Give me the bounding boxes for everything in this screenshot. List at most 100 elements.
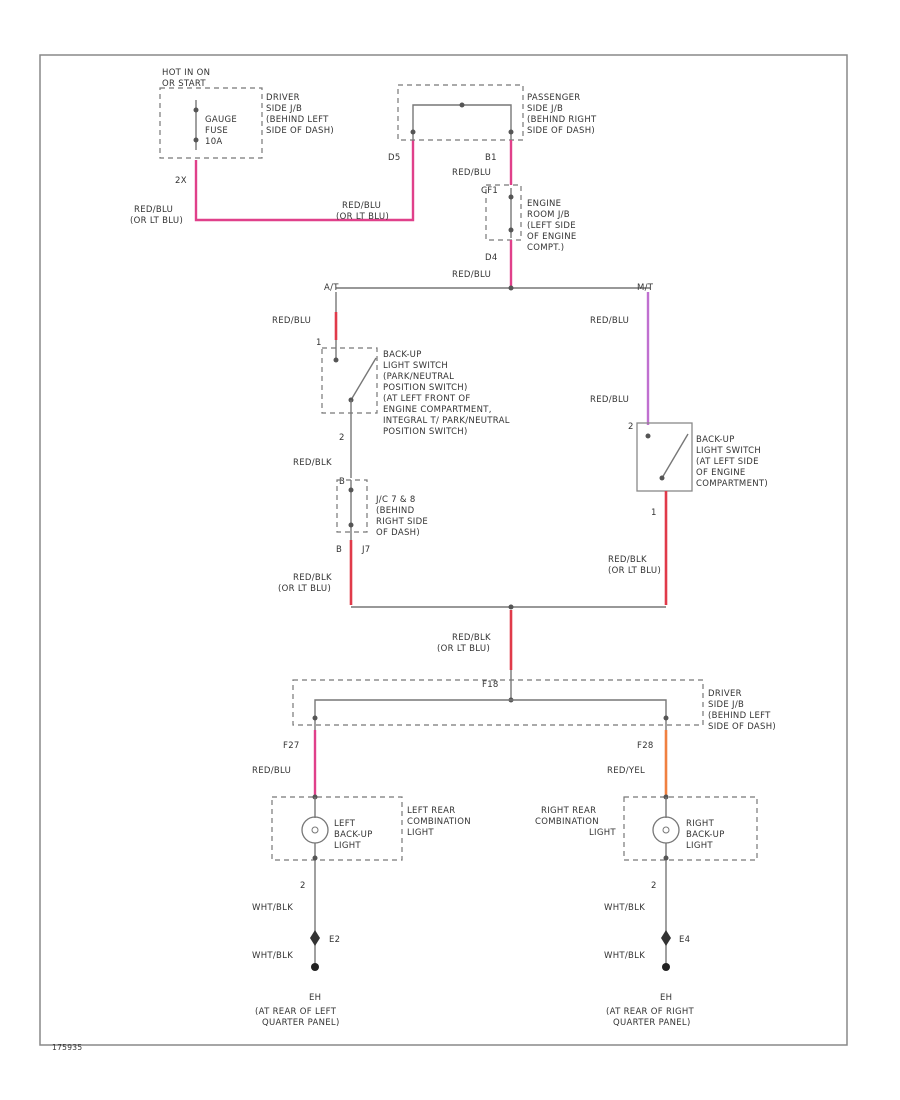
passenger-jb-desc-1: PASSENGER — [527, 93, 580, 103]
left-bulb-icon — [301, 816, 329, 844]
wire-left-ground-color-1: WHT/BLK — [252, 903, 293, 913]
mt-switch-desc-4: OF ENGINE — [696, 468, 746, 478]
driver-jb-bottom-desc-3: (BEHIND LEFT — [708, 711, 771, 721]
driver-jb-top-desc-2: SIDE J/B — [266, 104, 302, 114]
at-switch-desc-2: LIGHT SWITCH — [383, 361, 448, 371]
right-lamp-box — [623, 796, 758, 861]
at-switch-desc-8: POSITION SWITCH) — [383, 427, 468, 437]
pin-mt-switch-out: 1 — [651, 508, 657, 518]
pin-engine-jb-out: D4 — [485, 253, 498, 263]
jc-desc-2: (BEHIND — [376, 506, 415, 516]
left-lamp-desc-2: COMBINATION — [407, 817, 471, 827]
jc-box — [336, 479, 368, 533]
mt-backup-switch: 2 BACK-UP LIGHT SWITCH (AT LEFT SIDE OF … — [628, 422, 768, 492]
left-connector-icon — [310, 930, 320, 946]
wire-left-ground-color-2: WHT/BLK — [252, 951, 293, 961]
engine-jb-desc-4: OF ENGINE — [527, 232, 577, 242]
wire-merge-alt: (OR LT BLU) — [437, 644, 490, 654]
driver-jb-bottom: F18 DRIVER SIDE J/B (BEHIND LEFT SIDE OF… — [292, 670, 776, 732]
wire-jc-out-alt: (OR LT BLU) — [278, 584, 331, 594]
mt-switch-desc-1: BACK-UP — [696, 435, 735, 445]
right-rear-combination-light: RIGHT BACK-UP LIGHT RIGHT REAR COMBINATI… — [535, 794, 758, 862]
driver-jb-top-box — [159, 87, 263, 159]
passenger-jb-desc-3: (BEHIND RIGHT — [527, 115, 597, 125]
mt-switch-desc-5: COMPARTMENT) — [696, 479, 768, 489]
right-ground-icon — [662, 963, 670, 971]
pin-at-switch-out: 2 — [339, 433, 345, 443]
wire-pj-ej-color: RED/BLU — [452, 168, 491, 178]
left-ground-icon — [311, 963, 319, 971]
passenger-jb-desc-2: SIDE J/B — [527, 104, 563, 114]
right-lamp-desc-3: LIGHT — [589, 828, 616, 838]
right-bulb-label-2: BACK-UP — [686, 830, 725, 840]
pin-left-lamp-out: 2 — [300, 881, 306, 891]
passenger-jb-box — [397, 84, 524, 141]
right-ground-id: EH — [660, 993, 672, 1003]
mt-switch-desc-2: LIGHT SWITCH — [696, 446, 761, 456]
at-switch-desc-6: ENGINE COMPARTMENT, — [383, 405, 492, 415]
hot-fuse-box: HOT IN ON OR START GAUGE FUSE 10A DRIVER… — [159, 68, 334, 159]
engine-jb-desc-3: (LEFT SIDE — [527, 221, 576, 231]
mt-switch-contact — [661, 433, 689, 479]
jc-desc-4: OF DASH) — [376, 528, 420, 538]
pin-jc-in: B — [339, 477, 345, 487]
left-lamp-box — [271, 796, 403, 861]
branch-mt-label: M/T — [637, 283, 654, 293]
jc-desc-1: J/C 7 & 8 — [375, 495, 416, 505]
pin-driver-jb-left: F27 — [283, 741, 300, 751]
right-lamp-desc-2: COMBINATION — [535, 817, 599, 827]
pin-driver-jb-in: F18 — [482, 680, 499, 690]
left-bulb-label-1: LEFT — [334, 819, 356, 829]
branch-at-label: A/T — [324, 283, 339, 293]
left-ground-desc-2: QUARTER PANEL) — [262, 1018, 340, 1028]
fuse-name-line-3: 10A — [205, 137, 223, 147]
wire-fuse-to-passenger-jb — [194, 140, 415, 222]
engine-jb-desc-5: COMPT.) — [527, 243, 564, 253]
right-connector-id: E4 — [679, 935, 690, 945]
wire-jc-out-color: RED/BLK — [293, 573, 332, 583]
driver-jb-top-desc-4: SIDE OF DASH) — [266, 126, 334, 136]
wire-mt-out-color: RED/BLK — [608, 555, 647, 565]
passenger-jb-bus — [412, 104, 512, 140]
at-switch-desc-1: BACK-UP — [383, 350, 422, 360]
left-bulb-label-3: LIGHT — [334, 841, 361, 851]
right-connector-icon — [661, 930, 671, 946]
mt-switch-desc-3: (AT LEFT SIDE — [696, 457, 759, 467]
driver-jb-bottom-box — [292, 679, 704, 726]
driver-jb-bottom-desc-4: SIDE OF DASH) — [708, 722, 776, 732]
right-ground-desc-2: QUARTER PANEL) — [613, 1018, 691, 1028]
right-bulb-icon — [652, 816, 680, 844]
fuse-name-line-1: GAUGE — [205, 115, 237, 125]
right-bulb-label-1: RIGHT — [686, 819, 715, 829]
jc-desc-3: RIGHT SIDE — [376, 517, 428, 527]
at-switch-desc-7: INTEGRAL T/ PARK/NEUTRAL — [383, 416, 510, 426]
at-switch-box — [321, 347, 378, 414]
wire-left-lamp-in-color: RED/BLU — [252, 766, 291, 776]
wire-mt-in-color: RED/BLU — [590, 316, 629, 326]
wire-mt-out-alt: (OR LT BLU) — [608, 566, 661, 576]
wire-right-ground-color-1: WHT/BLK — [604, 903, 645, 913]
diagram-frame — [39, 54, 848, 1046]
at-switch-contact — [350, 357, 377, 401]
wire-right-lamp-in-color: RED/YEL — [607, 766, 645, 776]
left-bulb-label-2: BACK-UP — [334, 830, 373, 840]
right-ground-desc-1: (AT REAR OF RIGHT — [606, 1007, 695, 1017]
pin-driver-jb-right: F28 — [637, 741, 654, 751]
fuse-header-line-1: HOT IN ON — [162, 68, 210, 78]
left-connector-id: E2 — [329, 935, 340, 945]
wire-merge-color: RED/BLK — [452, 633, 491, 643]
engine-room-jb: CF1 ENGINE ROOM J/B (LEFT SIDE OF ENGINE… — [481, 184, 577, 253]
wire-link-color: RED/BLU — [342, 201, 381, 211]
diagram-code: 175935 — [52, 1043, 82, 1052]
at-switch-desc-5: (AT LEFT FRONT OF — [383, 394, 471, 404]
pin-mt-switch-in: 2 — [628, 422, 634, 432]
engine-jb-desc-2: ROOM J/B — [527, 210, 570, 220]
at-switch-desc-3: (PARK/NEUTRAL — [383, 372, 454, 382]
pin-engine-jb-in: CF1 — [481, 186, 498, 196]
pin-passenger-jb-in: D5 — [388, 153, 401, 163]
left-lamp-desc-3: LIGHT — [407, 828, 434, 838]
wire-ej-out-color: RED/BLU — [452, 270, 491, 280]
driver-jb-top-desc-3: (BEHIND LEFT — [266, 115, 329, 125]
driver-jb-bottom-desc-1: DRIVER — [708, 689, 742, 699]
